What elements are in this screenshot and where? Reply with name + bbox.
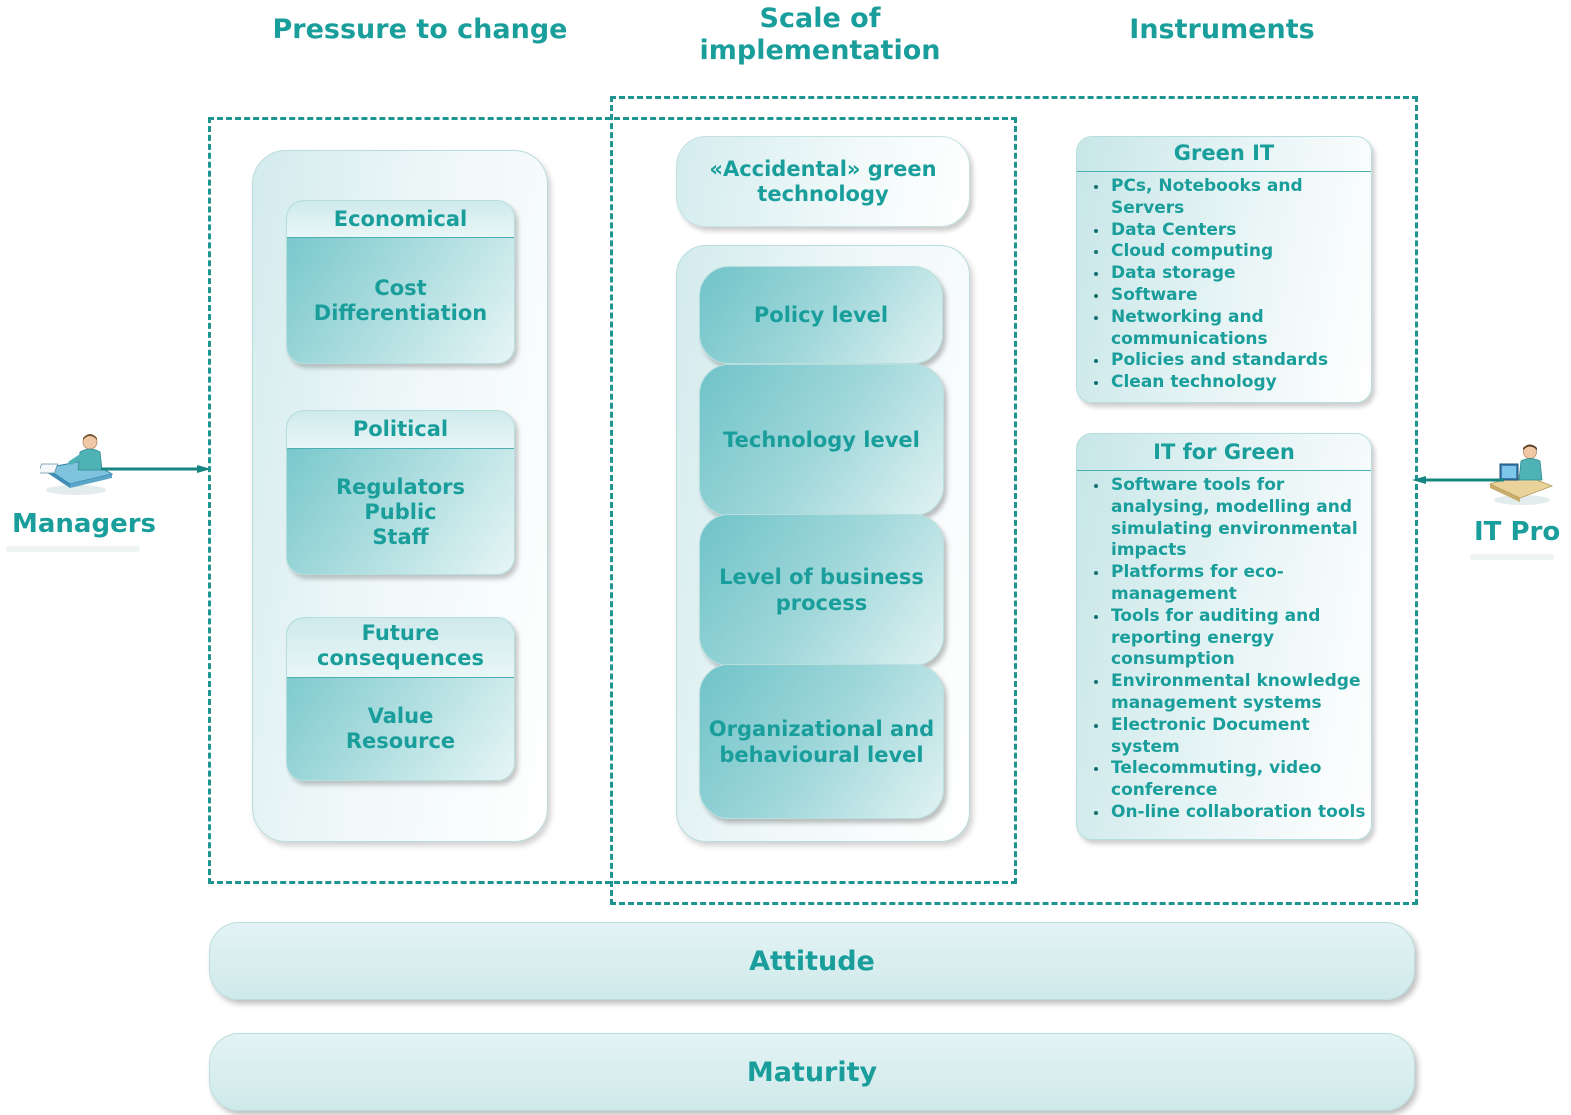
level-organizational-label-line2: behavioural level bbox=[719, 742, 924, 767]
dashed-group-it-pro bbox=[610, 96, 1418, 905]
attitude-bar: Attitude bbox=[209, 922, 1415, 1000]
card-future-title-line2: consequences bbox=[317, 646, 484, 670]
column-title-scale: Scale of implementation bbox=[670, 3, 970, 67]
card-economical-title: Economical bbox=[287, 201, 514, 238]
list-item: PCs, Notebooks and Servers bbox=[1109, 176, 1371, 220]
maturity-label: Maturity bbox=[746, 1056, 878, 1088]
managers-label: Managers bbox=[12, 509, 157, 539]
list-item: Telecommuting, video conference bbox=[1109, 758, 1371, 802]
it-pro-arrow bbox=[1412, 469, 1504, 484]
card-future-line: Value bbox=[367, 704, 434, 728]
list-item: Clean technology bbox=[1109, 372, 1371, 394]
list-item: Tools for auditing and reporting energy … bbox=[1109, 606, 1371, 671]
green-it-title: Green IT bbox=[1077, 137, 1371, 172]
it-pro-faint-caption bbox=[1470, 554, 1554, 560]
column-title-scale-line2: implementation bbox=[699, 35, 941, 66]
list-item: Environmental knowledge management syste… bbox=[1109, 671, 1371, 715]
green-it-box: Green IT PCs, Notebooks and Servers Data… bbox=[1076, 136, 1372, 403]
card-political-line: Staff bbox=[372, 524, 429, 549]
card-political-line: Public bbox=[364, 499, 437, 524]
it-pro-label: IT Pro bbox=[1474, 517, 1561, 547]
accidental-line1: «Accidental» green bbox=[709, 156, 937, 181]
card-political-title: Political bbox=[287, 411, 514, 449]
card-future-title: Future consequences bbox=[287, 618, 514, 678]
list-item: Policies and standards bbox=[1109, 350, 1371, 372]
list-item: Cloud computing bbox=[1109, 241, 1371, 263]
card-economical-body: Cost Differentiation bbox=[287, 238, 514, 363]
card-economical-line: Differentiation bbox=[313, 301, 488, 325]
level-policy-label: Policy level bbox=[753, 303, 889, 327]
list-item: Data storage bbox=[1109, 263, 1371, 285]
list-item: Platforms for eco-management bbox=[1109, 562, 1371, 606]
managers-faint-caption bbox=[6, 546, 140, 552]
it-for-green-list: Software tools for analysing, modelling … bbox=[1077, 475, 1371, 824]
level-business-process: Level of business process bbox=[699, 514, 944, 666]
it-professional-at-desk-icon bbox=[1486, 442, 1556, 508]
it-for-green-title: IT for Green bbox=[1077, 434, 1371, 471]
card-political: Political Regulators Public Staff bbox=[286, 410, 515, 575]
attitude-label: Attitude bbox=[749, 945, 875, 977]
column-title-pressure: Pressure to change bbox=[272, 14, 568, 45]
level-organizational-label-line1: Organizational and bbox=[708, 716, 935, 741]
manager-at-desk-icon bbox=[37, 430, 120, 500]
column-title-scale-line1: Scale of bbox=[759, 3, 881, 34]
card-future-body: Value Resource bbox=[287, 678, 514, 780]
accidental-line2: technology bbox=[757, 181, 889, 206]
list-item: On-line collaboration tools bbox=[1109, 802, 1371, 824]
card-future-title-line1: Future bbox=[361, 621, 440, 645]
level-technology-label: Technology level bbox=[723, 428, 920, 452]
managers-arrow bbox=[101, 458, 211, 473]
list-item: Networking and communications bbox=[1109, 307, 1371, 351]
maturity-bar: Maturity bbox=[209, 1033, 1415, 1111]
list-item: Software bbox=[1109, 285, 1371, 307]
green-it-list: PCs, Notebooks and Servers Data Centers … bbox=[1077, 176, 1371, 394]
card-political-line: Regulators bbox=[335, 474, 466, 499]
list-item: Electronic Document system bbox=[1109, 715, 1371, 759]
level-business-label-line2: process bbox=[775, 591, 868, 615]
card-future-consequences: Future consequences Value Resource bbox=[286, 617, 515, 781]
card-economical-line: Cost bbox=[374, 276, 427, 300]
level-policy: Policy level bbox=[699, 266, 943, 364]
list-item: Data Centers bbox=[1109, 220, 1371, 242]
list-item: Software tools for analysing, modelling … bbox=[1109, 475, 1371, 562]
accidental-green-technology: «Accidental» green technology bbox=[676, 136, 970, 227]
column-title-instruments: Instruments bbox=[1129, 14, 1315, 45]
card-future-line: Resource bbox=[345, 729, 456, 753]
level-business-label-line1: Level of business bbox=[719, 565, 924, 589]
level-organizational: Organizational and behavioural level bbox=[699, 664, 944, 819]
level-technology: Technology level bbox=[699, 364, 944, 516]
card-economical: Economical Cost Differentiation bbox=[286, 200, 515, 364]
card-political-body: Regulators Public Staff bbox=[287, 449, 514, 574]
it-for-green-box: IT for Green Software tools for analysin… bbox=[1076, 433, 1372, 840]
